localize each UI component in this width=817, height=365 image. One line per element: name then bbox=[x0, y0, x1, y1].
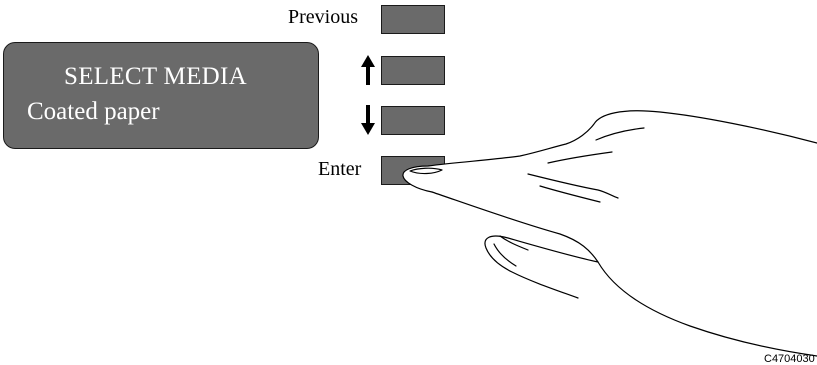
enter-key-label: Enter bbox=[318, 158, 362, 180]
previous-key[interactable] bbox=[381, 5, 445, 34]
figure-code: C4704030 bbox=[764, 353, 815, 365]
arrow-up-icon bbox=[361, 55, 375, 85]
display-line-1: SELECT MEDIA bbox=[64, 63, 247, 90]
up-arrow-key[interactable] bbox=[381, 56, 445, 85]
enter-key[interactable] bbox=[381, 156, 445, 185]
down-arrow-key[interactable] bbox=[381, 106, 445, 135]
display-line-2: Coated paper bbox=[27, 98, 160, 125]
front-panel-display: SELECT MEDIA Coated paper bbox=[3, 42, 319, 149]
previous-key-label: Previous bbox=[288, 6, 358, 28]
arrow-down-icon bbox=[361, 105, 375, 135]
